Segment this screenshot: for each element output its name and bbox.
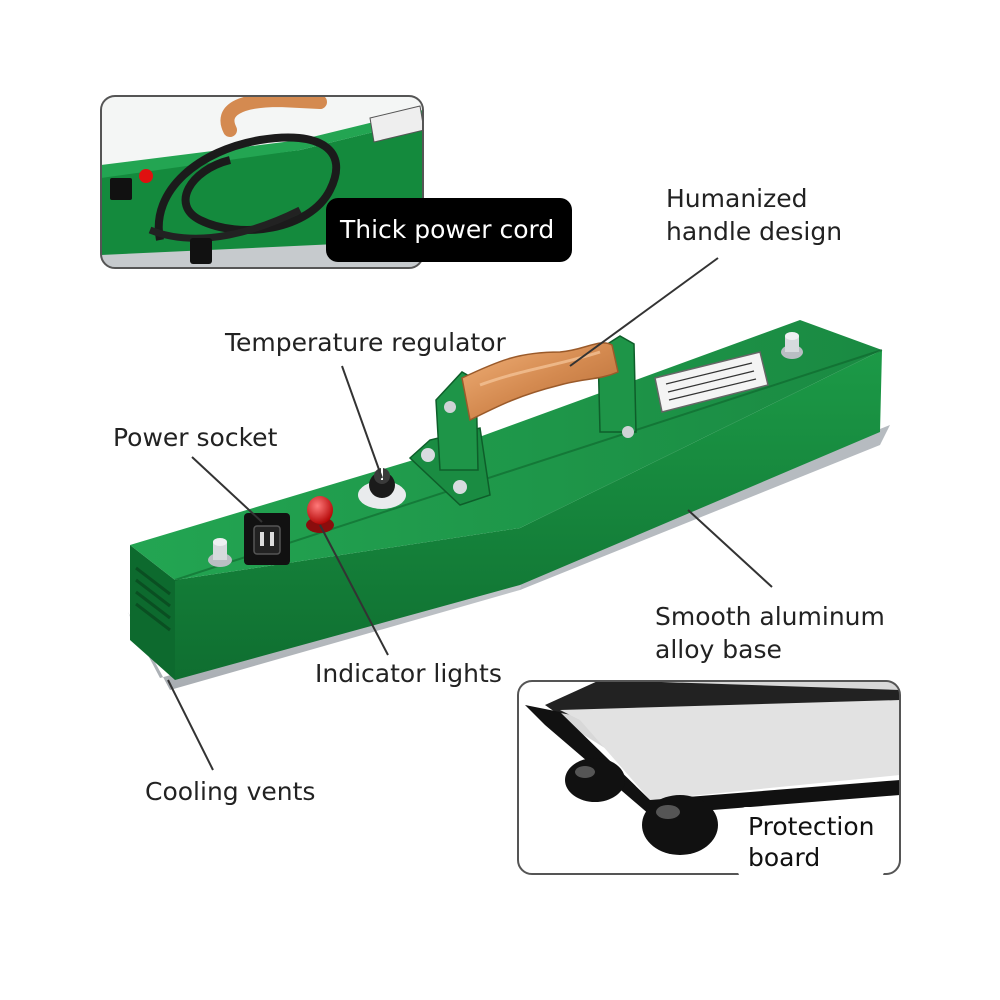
leader-line-aluminum (687, 509, 773, 588)
body-front-face (175, 350, 882, 680)
label-protection-board: Protection board (738, 807, 885, 879)
label-handle-line1: Humanized (666, 184, 808, 213)
cooling-vents (135, 566, 171, 632)
label-aluminum-line1: Smooth aluminum (655, 602, 885, 631)
end-face (130, 545, 175, 680)
label-handle-line2: handle design (666, 217, 843, 246)
label-cooling-vents: Cooling vents (145, 777, 316, 806)
temperature-regulator-knob (358, 468, 406, 509)
indicator-light (306, 496, 334, 533)
leader-line-indicator (319, 524, 389, 656)
label-thick-power-cord-text: Thick power cord (340, 215, 555, 244)
ground-screw (208, 538, 232, 567)
label-thick-power-cord: Thick power cord (326, 198, 573, 262)
wooden-handle (461, 342, 619, 422)
leader-line-vents (167, 679, 214, 771)
label-temperature-regulator: Temperature regulator (225, 328, 506, 357)
terminal-bolt (781, 332, 803, 359)
label-protection-line2: board (748, 843, 821, 872)
label-indicator-lights: Indicator lights (315, 659, 502, 688)
leader-line-handle (569, 257, 719, 367)
power-socket (244, 513, 290, 565)
label-aluminum-base: Smooth aluminum alloy base (655, 600, 885, 666)
label-power-socket: Power socket (113, 423, 278, 452)
leader-line-socket (191, 456, 263, 523)
label-handle-design: Humanized handle design (666, 182, 842, 248)
leader-line-regulator (341, 365, 383, 479)
label-aluminum-line2: alloy base (655, 635, 782, 664)
heating-tool-main (128, 320, 890, 690)
label-protection-line1: Protection (748, 812, 875, 841)
